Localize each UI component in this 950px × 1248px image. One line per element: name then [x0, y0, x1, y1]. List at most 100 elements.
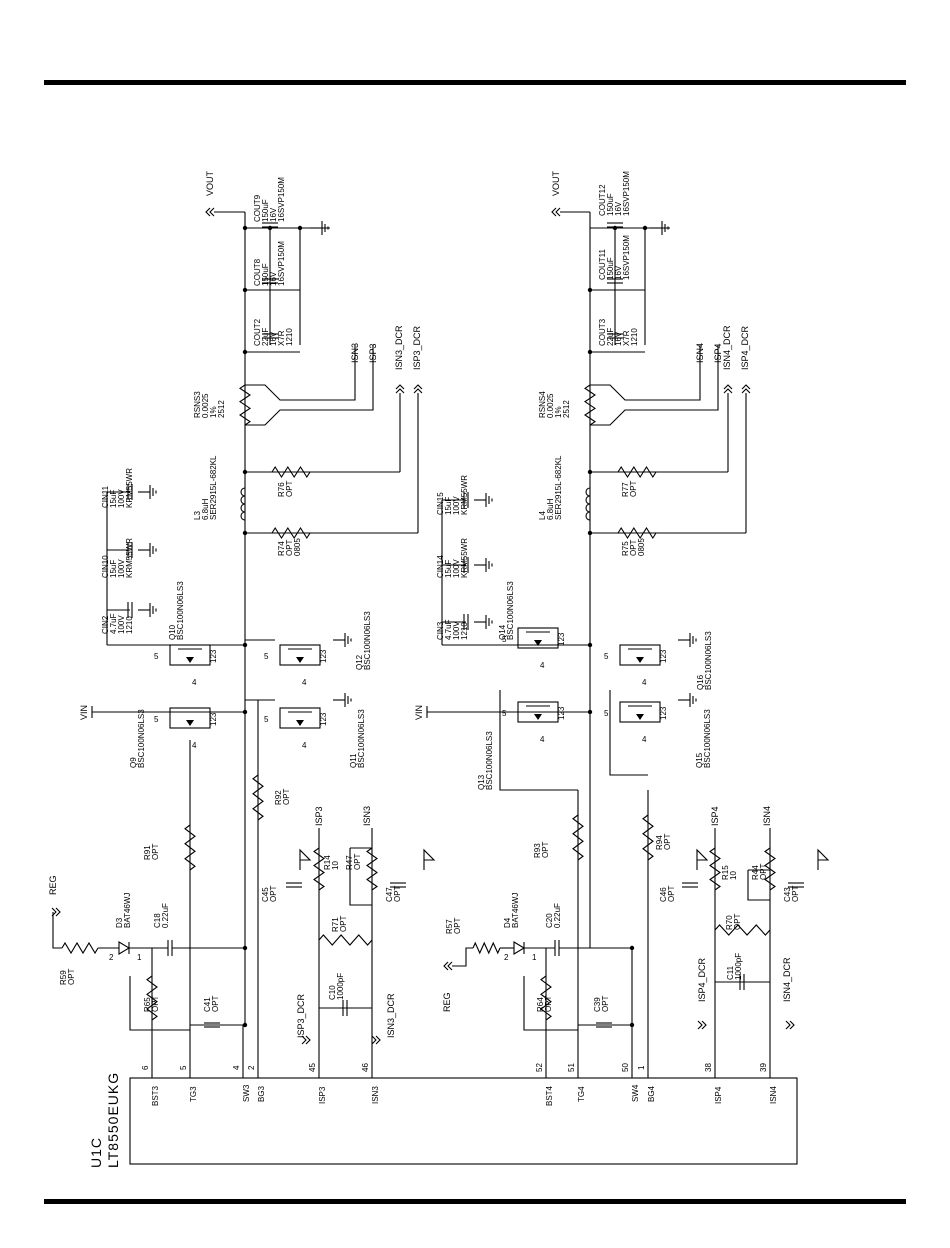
- r76-label-ref: R76: [277, 482, 286, 497]
- cin3-label-ref: CIN3: [436, 621, 445, 640]
- net-isn3-bottom: ISN3: [362, 806, 372, 826]
- cout12-label-ref: COUT12: [598, 184, 607, 216]
- r59-label-ref: R59: [59, 970, 68, 985]
- r94-symbol: [642, 814, 654, 861]
- pin-name-bg3: BG3: [257, 1085, 266, 1102]
- cin11-label-value: 100V: [117, 489, 126, 508]
- q10-label-value: BSC100N06LS3: [176, 581, 185, 640]
- d4-symbol-anode-pin: 2: [504, 953, 509, 962]
- q16-symbol-source-pins: 123: [659, 649, 668, 663]
- cin14-label-value: KRM55WR: [460, 538, 469, 578]
- isp4-trace: [590, 345, 719, 426]
- q12-symbol-gate-pin: 4: [302, 678, 307, 687]
- pin-name-sw4: SW4: [631, 1084, 640, 1102]
- r94-label-value: OPT: [663, 833, 672, 850]
- q10-symbol-gate-pin: 4: [192, 678, 197, 687]
- isn3-dcr-arrow-bottom: [371, 1035, 381, 1045]
- cout12-label-value: 16SVP150M: [622, 171, 631, 216]
- junction-dot: [642, 225, 648, 231]
- r71-symbol: [318, 934, 373, 946]
- q11-symbol-gate-pin: 4: [302, 741, 307, 750]
- q16-label-ref: Q16: [696, 674, 705, 690]
- pin-num-tg3: 5: [179, 1065, 188, 1070]
- l3-symbol: [240, 487, 246, 521]
- r44-symbol: [764, 847, 776, 891]
- pin-name-isp3: ISP3: [318, 1086, 327, 1104]
- cout11-label-ref: COUT11: [598, 248, 607, 280]
- q9-symbol-body: [169, 707, 211, 729]
- q13-symbol-drain-pin: 5: [502, 709, 507, 718]
- cout9-label-value: 150uF: [261, 199, 270, 222]
- top-border-bar: [44, 80, 906, 85]
- c39-label-ref: C39: [593, 997, 602, 1012]
- q14-symbol-gate-pin: 4: [540, 661, 545, 670]
- net-isp3-dcr-top: ISP3_DCR: [412, 325, 422, 370]
- q10-symbol-body-diode: [186, 657, 194, 663]
- c39-label-value: OPT: [601, 995, 610, 1012]
- rsns3-label-ref: RSNS3: [193, 391, 202, 418]
- ic-part-number: LT8550EUKG: [105, 1072, 121, 1168]
- cout12-label-value: 16V: [614, 201, 623, 216]
- c11-label-value: 1000pF: [734, 953, 743, 980]
- q15-symbol-body-diode: [636, 714, 644, 720]
- q10-symbol-drain-pin: 5: [154, 652, 159, 661]
- tg4-trace: [499, 690, 578, 791]
- r77-label-value: OPT: [629, 480, 638, 497]
- pin-num-isp4: 38: [704, 1063, 713, 1072]
- pin-num-bg3: 2: [247, 1065, 256, 1070]
- q16-symbol-body-diode: [636, 657, 644, 663]
- q12-symbol-drain-pin: 5: [264, 652, 269, 661]
- q9-label-value: BSC100N06LS3: [137, 709, 146, 768]
- q11-label-value: BSC100N06LS3: [357, 709, 366, 768]
- rsns4-label-value: 2512: [562, 400, 571, 418]
- rsns3-label-value: 1%: [209, 406, 218, 418]
- r91-label-ref: R91: [143, 845, 152, 860]
- r64-label-ref: R64: [536, 997, 545, 1012]
- r44-label-value: OPT: [759, 863, 768, 880]
- l3-label-ref: L3: [193, 511, 202, 520]
- c43-label-ref: C43: [783, 887, 792, 902]
- isp3-dcr-arrow: [413, 384, 423, 394]
- q14-symbol-body-diode: [534, 640, 542, 646]
- r47-label-value: OPT: [353, 853, 362, 870]
- q10-label-ref: Q10: [168, 624, 177, 640]
- q16-label-value: BSC100N06LS3: [704, 631, 713, 690]
- q9-symbol-body-diode: [186, 720, 194, 726]
- cin10-label-ref: CIN10: [101, 555, 110, 578]
- q11-label-ref: Q11: [349, 753, 358, 768]
- ground-c43: [817, 848, 830, 870]
- d3-label-value: BAT46WJ: [123, 893, 132, 928]
- r57-label-ref: R57: [445, 919, 454, 934]
- r64-loop: [523, 976, 578, 1031]
- c20-label-ref: C20: [545, 913, 554, 928]
- c20-label-value: 0.22uF: [553, 903, 562, 928]
- r14-symbol: [313, 847, 325, 891]
- q11-symbol-body: [279, 707, 321, 729]
- r93-label-value: OPT: [541, 841, 550, 858]
- ic-body-u1c: [129, 1077, 798, 1165]
- r65-label-ref: R65: [143, 997, 152, 1012]
- cout11-label-value: 150uF: [606, 257, 615, 280]
- q13-symbol-gate-pin: 4: [540, 735, 545, 744]
- net-isn4-bottom: ISN4: [762, 806, 772, 826]
- d3-label-ref: D3: [115, 917, 124, 928]
- net-isn3-top: ISN3: [350, 343, 360, 363]
- pin-name-tg3: TG3: [189, 1086, 198, 1102]
- r77-label-ref: R77: [621, 482, 630, 497]
- pin-num-bst4: 52: [535, 1063, 544, 1072]
- cin2-label-value: 4.7uF: [109, 613, 118, 634]
- c45-label-ref: C45: [261, 887, 270, 902]
- q14-label-ref: Q14: [498, 624, 507, 640]
- r47-loop: [349, 848, 372, 906]
- ground-c46: [696, 848, 709, 870]
- rsns3-label-value: 2512: [217, 400, 226, 418]
- rsns4-symbol: [584, 384, 596, 426]
- cout3-label-value: X7R: [622, 330, 631, 346]
- net-isp3-dcr-bottom: ISP3_DCR: [296, 993, 306, 1038]
- q11-symbol-body-diode: [296, 720, 304, 726]
- net-isp4-top: ISP4: [713, 343, 723, 363]
- r74-label-value: 0805: [293, 538, 302, 556]
- net-reg-ch3: REG: [48, 875, 58, 895]
- cout9-label-value: 16SVP150M: [277, 177, 286, 222]
